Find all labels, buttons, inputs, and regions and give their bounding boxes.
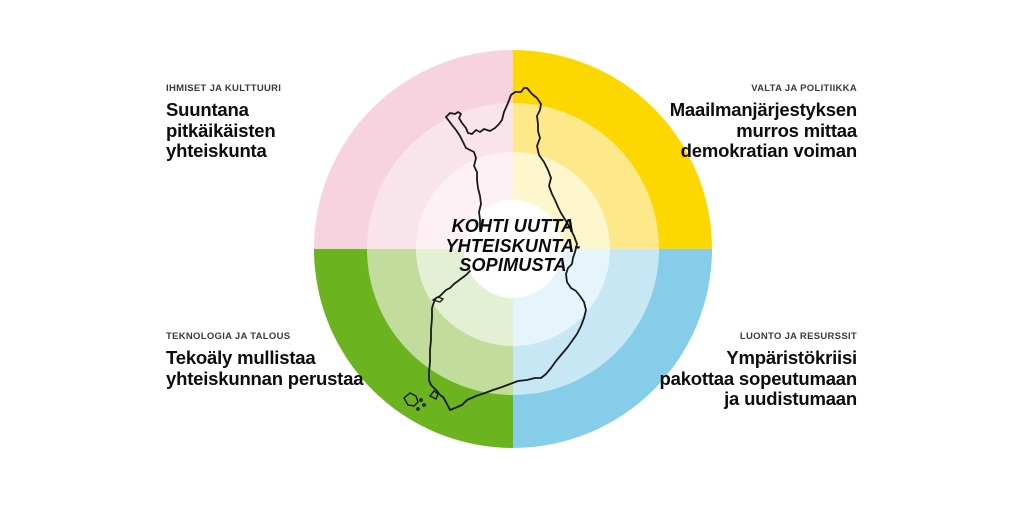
category-label: TEKNOLOGIA JA TALOUS xyxy=(166,331,291,342)
headline-line: demokratian voiman xyxy=(680,140,858,161)
category-label: LUONTO JA RESURSSIT xyxy=(739,331,857,342)
category-label: IHMISET JA KULTTUURI xyxy=(166,83,282,94)
finland-map-westcoast xyxy=(445,116,482,231)
category-label: VALTA JA POLITIIKKA xyxy=(751,83,857,94)
headline-line: pitkäikäisten xyxy=(166,119,276,141)
headline-line: Suuntana xyxy=(166,99,249,120)
topic-headline: Tekoäly mullistaa yhteiskunnan perustaa xyxy=(166,347,364,389)
topic-technology-economy: TEKNOLOGIA JA TALOUS Tekoäly mullistaa y… xyxy=(166,331,364,389)
center-title-line: SOPIMUSTA xyxy=(459,255,567,275)
center-title-line: YHTEISKUNTA- xyxy=(445,235,581,256)
topic-people-culture: IHMISET JA KULTTUURI Suuntana pitkäikäis… xyxy=(166,83,281,162)
headline-line: Ympäristökriisi xyxy=(726,347,857,368)
center-title: KOHTI UUTTA YHTEISKUNTA- SOPIMUSTA xyxy=(403,216,623,276)
headline-line: pakottaa sopeutumaan xyxy=(659,367,858,389)
topic-power-politics: VALTA JA POLITIIKKA Maailmanjärjestyksen… xyxy=(670,83,857,162)
center-disc xyxy=(464,200,562,298)
center-title-line: KOHTI UUTTA xyxy=(451,216,575,236)
headline-line: ja uudistumaan xyxy=(724,388,857,409)
headline-line: Tekoäly mullistaa xyxy=(166,347,316,368)
topic-headline: Suuntana pitkäikäisten yhteiskunta xyxy=(166,99,281,162)
headline-line: murros mittaa xyxy=(736,119,857,141)
archipelago-islands-icon xyxy=(403,296,445,411)
topic-nature-resources: LUONTO JA RESURSSIT Ympäristökriisi pako… xyxy=(660,331,858,410)
headline-line: yhteiskunta xyxy=(166,140,267,161)
topic-headline: Ympäristökriisi pakottaa sopeutumaan ja … xyxy=(659,347,858,410)
quadrant-nature-resources xyxy=(513,249,712,448)
headline-line: yhteiskunnan perustaa xyxy=(166,367,364,389)
quadrant-technology-economy xyxy=(314,249,513,448)
topic-headline: Maailmanjärjestyksen murros mittaa demok… xyxy=(669,99,858,162)
quadrant-power-politics xyxy=(513,50,712,249)
finland-map-outline-icon xyxy=(428,87,587,411)
headline-line: Maailmanjärjestyksen xyxy=(669,99,857,120)
